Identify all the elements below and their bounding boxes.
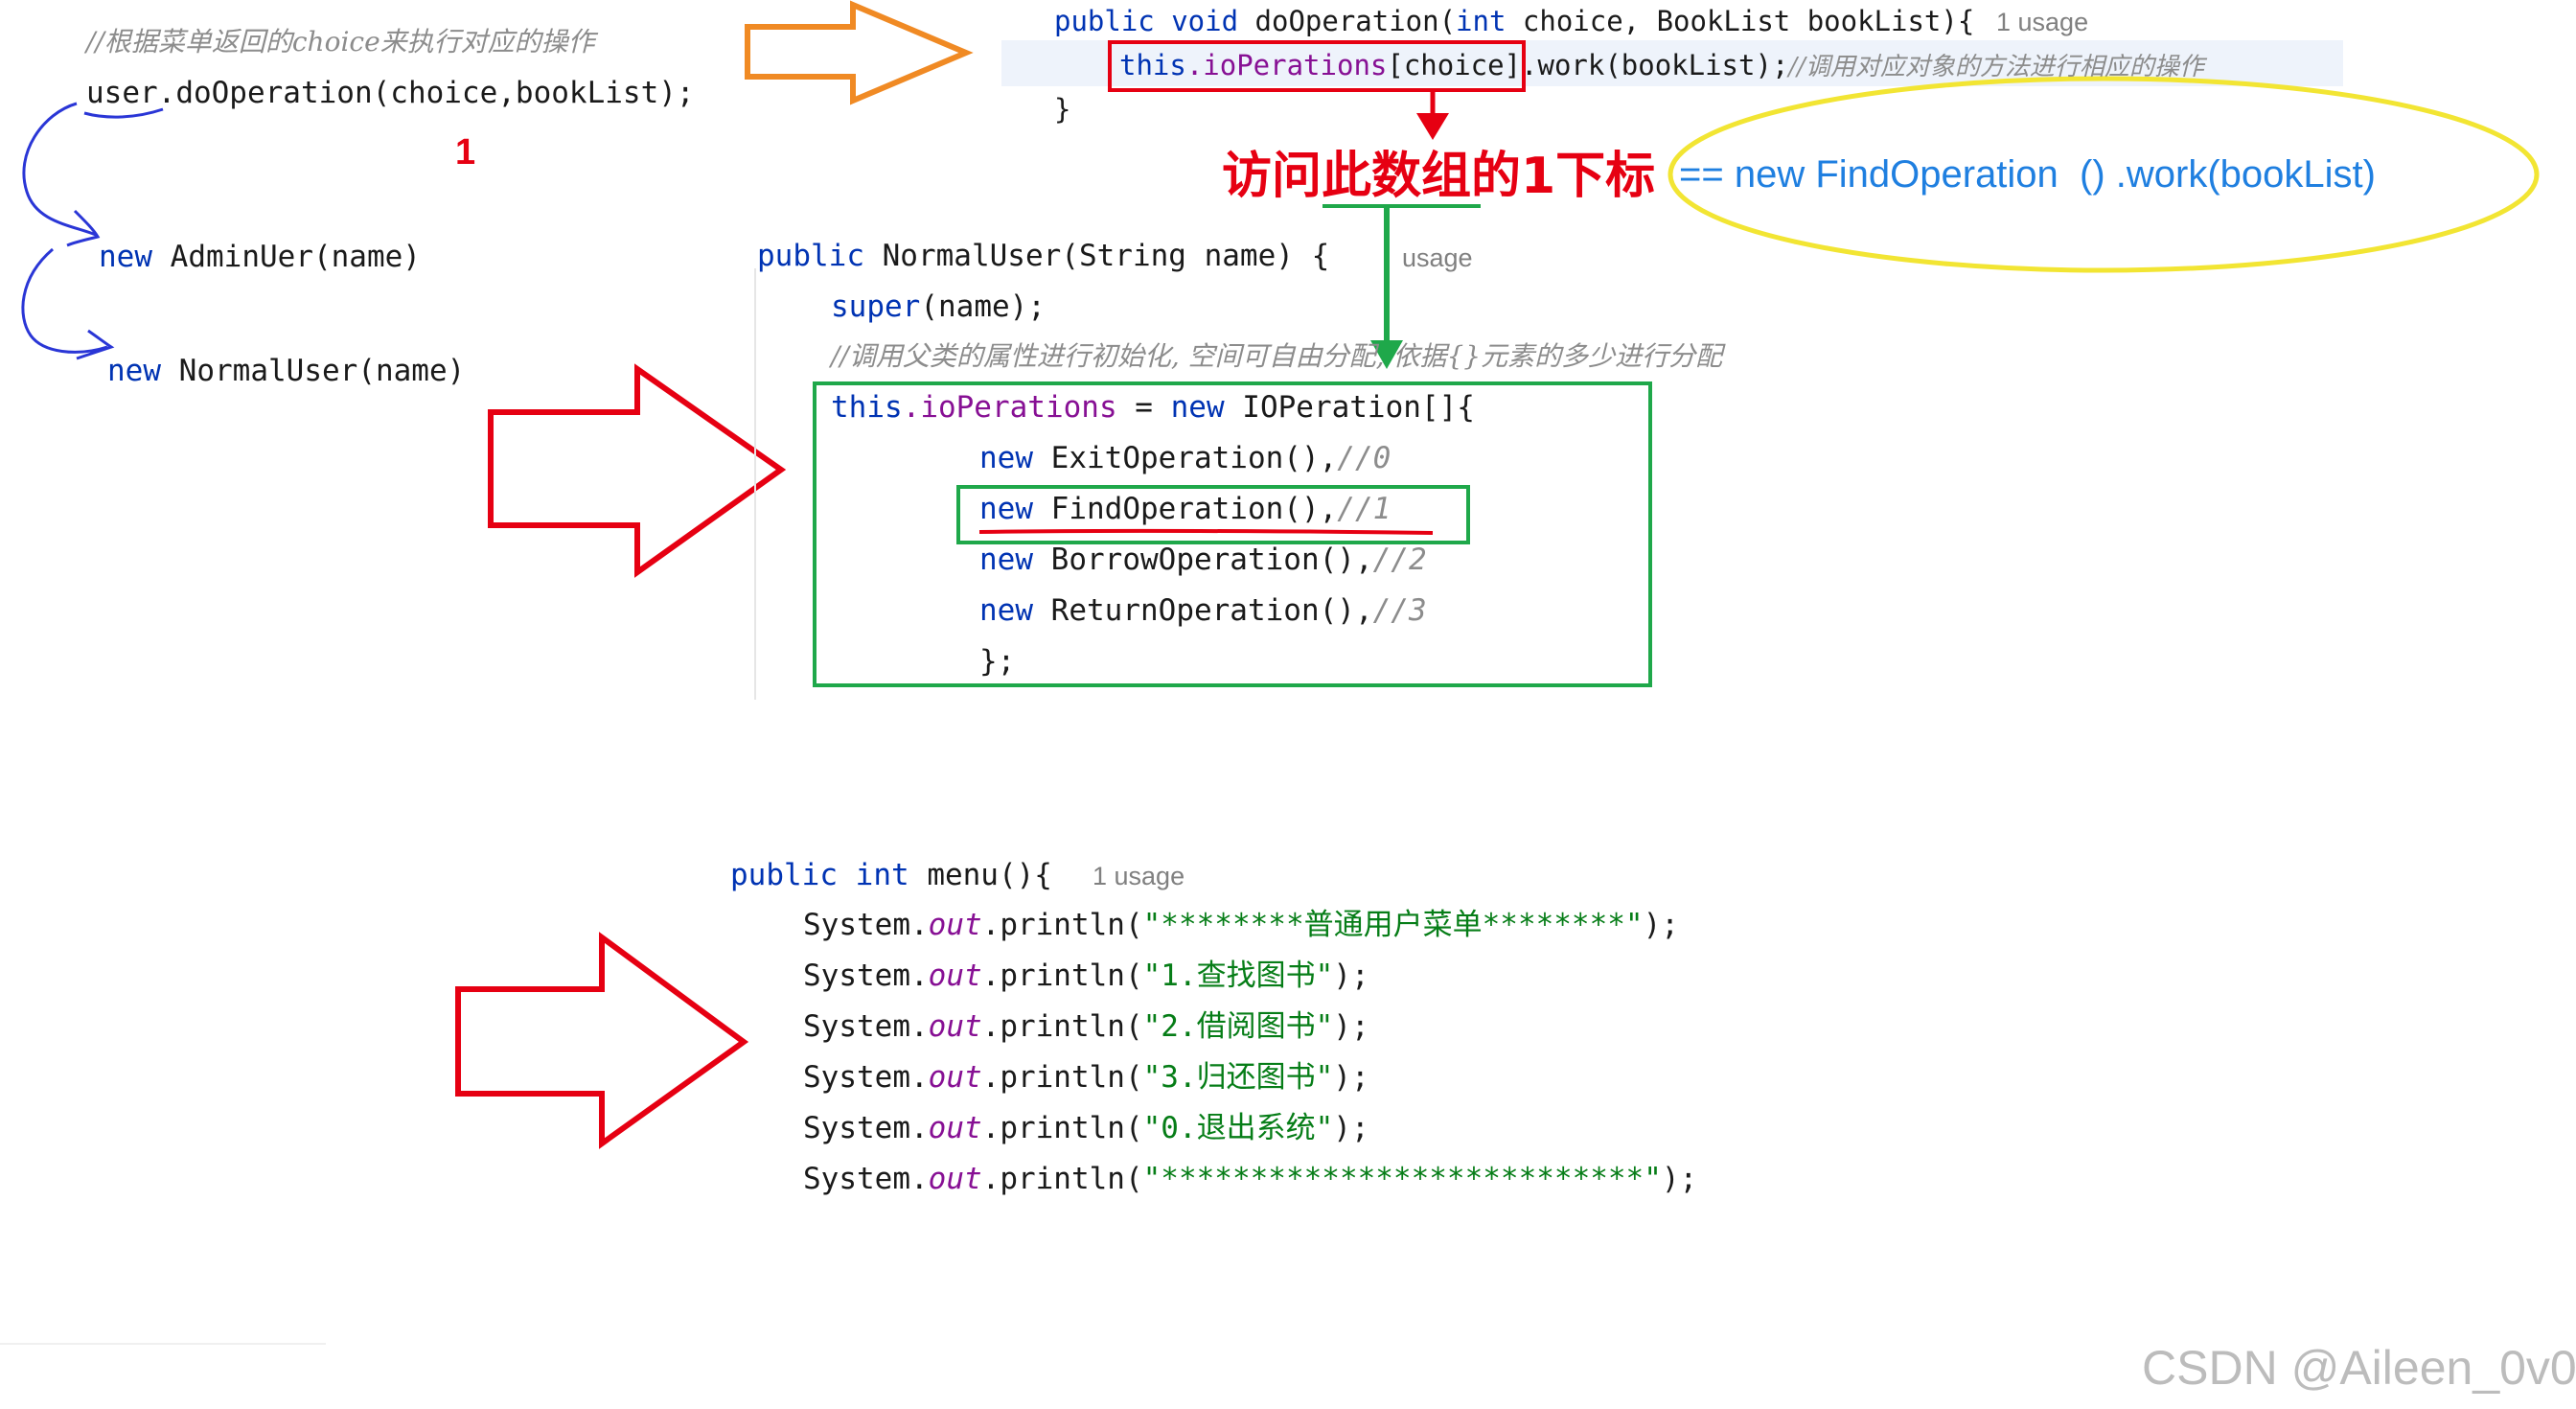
- do-operation-body: this.ioPerations[choice].work(bookList);…: [1119, 49, 2204, 81]
- array-item-return: new ReturnOperation(),//3: [979, 593, 1427, 628]
- menu-line-5: System.out.println("********************…: [803, 1162, 1698, 1196]
- index-highlight-box: [1108, 40, 1526, 92]
- array-item-exit: new ExitOperation(),//0: [979, 441, 1392, 475]
- array-init-box: [813, 381, 1652, 687]
- red-down-arrow-head: [1416, 113, 1449, 140]
- blue-underline-user: [83, 107, 164, 119]
- left-comment: //根据菜单返回的choice来执行对应的操作: [86, 26, 595, 58]
- code-gutter-line: [754, 268, 756, 700]
- do-operation-call: user.doOperation(choice,bookList);: [86, 76, 695, 110]
- array-close: };: [979, 644, 1016, 679]
- menu-line-0: System.out.println("********普通用户菜单******…: [803, 908, 1679, 942]
- normal-user-signature: public NormalUser(String name) {: [757, 239, 1330, 273]
- new-admin-user: new AdminUer(name): [99, 240, 421, 274]
- blue-curve-normal: [21, 247, 115, 360]
- new-normal-user: new NormalUser(name): [107, 354, 466, 388]
- menu-usage: 1 usage: [1092, 862, 1185, 890]
- orange-arrow: [745, 0, 974, 105]
- do-operation-close: }: [1054, 93, 1071, 126]
- red-arrow-constructor: [488, 363, 787, 578]
- yellow-ellipse: [1668, 76, 2540, 273]
- menu-line-1: System.out.println("1.查找图书");: [803, 959, 1369, 993]
- array-item-borrow: new BorrowOperation(),//2: [979, 543, 1427, 577]
- marker-one: 1: [455, 132, 476, 173]
- do-operation-usage: 1 usage: [1996, 8, 2089, 36]
- array-assign: this.ioPerations = new IOPeration[]{: [831, 390, 1475, 425]
- menu-line-2: System.out.println("2.借阅图书");: [803, 1009, 1369, 1044]
- find-operation-underline: [978, 528, 1434, 535]
- menu-line-4: System.out.println("0.退出系统");: [803, 1111, 1369, 1145]
- menu-signature: public int menu(){: [730, 858, 1052, 892]
- find-operation-box: [956, 485, 1470, 544]
- access-index-text: 访问此数组的1下标: [1222, 148, 1656, 205]
- super-comment: //调用父类的属性进行初始化, 空间可自由分配, 依据{}元素的多少进行分配: [831, 340, 1723, 372]
- blue-curve-admin: [22, 102, 101, 247]
- menu-line-3: System.out.println("3.归还图书");: [803, 1060, 1369, 1095]
- equals-find-operation-text: == new FindOperation () .work(bookList): [1679, 153, 2376, 196]
- array-item-find: new FindOperation(),//1: [979, 492, 1392, 526]
- green-down-arrow-head: [1370, 340, 1403, 369]
- csdn-watermark: CSDN @Aileen_0v0: [2142, 1341, 2576, 1395]
- do-operation-signature: public void doOperation(int choice, Book…: [1054, 5, 1975, 37]
- super-call: super(name);: [831, 289, 1046, 324]
- red-arrow-menu: [455, 932, 749, 1149]
- normal-user-usage: usage: [1402, 243, 1473, 272]
- user-var: user: [86, 76, 158, 110]
